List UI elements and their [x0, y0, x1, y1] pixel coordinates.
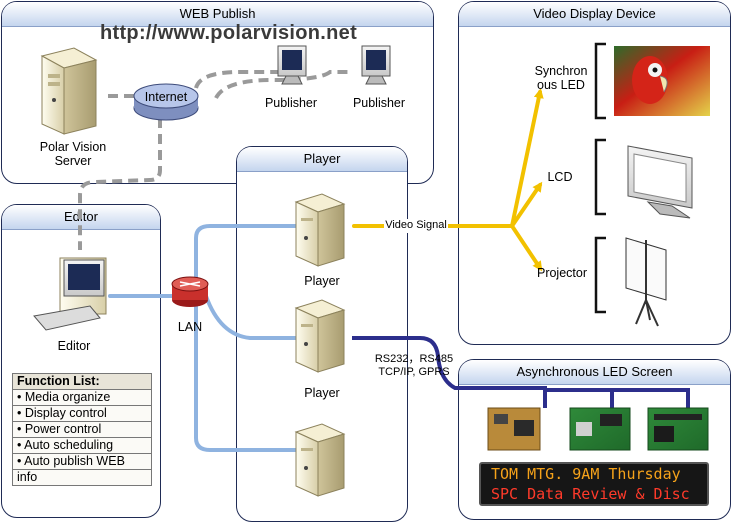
player-panel-title: Player — [237, 147, 407, 172]
internet-label: Internet — [144, 90, 188, 104]
publisher-2-icon — [361, 45, 391, 85]
function-list-item: • Auto publish WEB — [12, 454, 152, 470]
serial-label-line1: RS232，RS485 — [374, 353, 454, 365]
internet-links — [78, 70, 350, 250]
serial-cable — [352, 336, 690, 408]
sync-led-label-line2: ous LED — [537, 78, 585, 92]
lcd-label: LCD — [547, 170, 573, 184]
video-signal-label: Video Signal — [385, 219, 447, 231]
player-3-server-icon — [294, 423, 346, 497]
player-1-server-icon — [294, 193, 346, 267]
website-url[interactable]: http://www.polarvision.net — [100, 22, 358, 44]
lan-cables — [108, 224, 298, 452]
publisher-1-label: Publisher — [264, 96, 318, 110]
function-list-title: Function List: — [12, 373, 152, 390]
function-list-item: • Auto scheduling — [12, 438, 152, 454]
controller-board-3-icon — [647, 407, 709, 451]
server-label-line1: Polar Vision — [39, 140, 107, 154]
function-list-item: • Power control — [12, 422, 152, 438]
lan-router-icon — [171, 276, 209, 307]
function-list-item: info — [12, 470, 152, 486]
editor-label: Editor — [57, 339, 91, 353]
server-label-line2: Server — [54, 154, 92, 168]
player-2-server-icon — [294, 299, 346, 373]
internet-icon — [133, 83, 199, 121]
video-signal-lines — [352, 88, 544, 272]
lan-label: LAN — [177, 320, 203, 334]
editor-computer-icon — [33, 257, 107, 331]
sync-led-label: Synchron ous LED — [528, 64, 594, 92]
player-2-label: Player — [304, 386, 340, 400]
led-message-display: TOM MTG. 9AM Thursday SPC Data Review & … — [479, 462, 709, 506]
controller-board-1-icon — [487, 407, 541, 451]
led-line-1: TOM MTG. 9AM Thursday — [491, 465, 681, 483]
video-display-title: Video Display Device — [459, 2, 730, 27]
projector-label: Projector — [536, 266, 588, 280]
web-publish-title: WEB Publish — [2, 2, 433, 27]
publisher-1-icon — [277, 45, 307, 85]
lcd-monitor-icon — [627, 145, 693, 219]
function-list: Function List: • Media organize • Displa… — [12, 373, 152, 486]
sync-led-label-line1: Synchron — [534, 64, 588, 78]
server-label: Polar Vision Server — [28, 140, 118, 168]
publisher-2-label: Publisher — [352, 96, 406, 110]
async-led-title: Asynchronous LED Screen — [459, 360, 730, 385]
function-list-item: • Media organize — [12, 390, 152, 406]
controller-board-2-icon — [569, 407, 631, 451]
server-icon — [40, 47, 98, 135]
serial-connection-label: RS232，RS485 TCP/IP, GPRS — [366, 350, 462, 378]
projector-screen-icon — [625, 237, 667, 327]
parrot-image-icon — [614, 46, 710, 116]
serial-label-line2: TCP/IP, GPRS — [378, 366, 450, 378]
function-list-item: • Display control — [12, 406, 152, 422]
device-brackets — [594, 42, 606, 314]
led-line-2: SPC Data Review & Disc — [491, 485, 690, 503]
player-1-label: Player — [304, 274, 340, 288]
